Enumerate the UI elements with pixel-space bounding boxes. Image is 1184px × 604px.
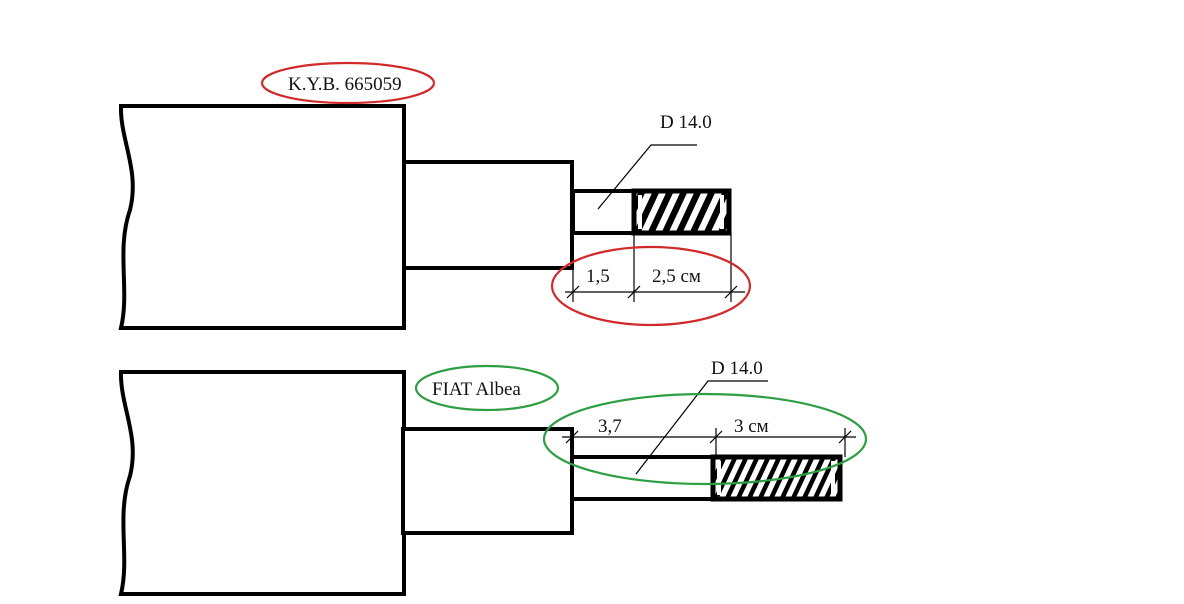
bottom-dimension-highlight <box>542 392 868 486</box>
top-pin-plain <box>571 189 636 235</box>
top-rod <box>402 160 574 270</box>
top-body <box>118 104 406 330</box>
bottom-diameter-label: D 14.0 <box>711 358 763 379</box>
top-dimensions <box>565 233 745 302</box>
top-shock-absorber: D 14.0 1,5 2,5 см K.Y.B. 665059 <box>118 61 752 330</box>
top-model-label: K.Y.B. 665059 <box>288 74 402 95</box>
bottom-pin-threaded <box>710 454 843 502</box>
top-dim-right: 2,5 см <box>652 266 701 287</box>
top-diameter-leader <box>597 144 697 210</box>
bottom-model-label: FIAT Albea <box>432 379 521 400</box>
bottom-dimensions <box>562 428 856 457</box>
top-model-highlight <box>260 61 436 105</box>
bottom-dim-left: 3,7 <box>598 416 622 437</box>
top-dim-left: 1,5 <box>586 266 610 287</box>
bottom-shock-absorber: D 14.0 3,7 3 см FIAT Albea <box>118 358 868 596</box>
bottom-diameter-leader <box>635 380 768 475</box>
bottom-model-highlight <box>414 364 560 412</box>
top-dimension-highlight <box>550 245 752 327</box>
bottom-body <box>118 370 406 596</box>
top-diameter-label: D 14.0 <box>660 112 712 133</box>
bottom-pin-plain <box>570 455 715 501</box>
bottom-rod <box>401 427 574 535</box>
top-pin-threaded <box>631 188 732 236</box>
bottom-dim-right: 3 см <box>734 416 769 437</box>
